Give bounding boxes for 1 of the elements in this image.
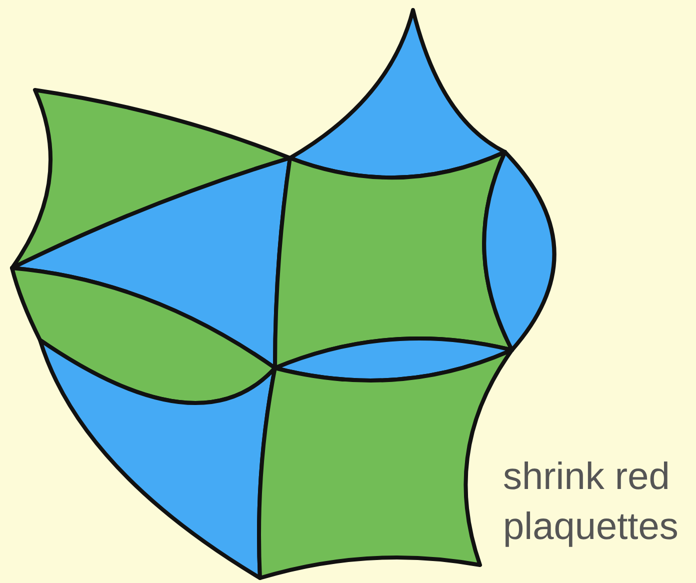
note-text: shrink red plaquettes	[503, 455, 680, 550]
